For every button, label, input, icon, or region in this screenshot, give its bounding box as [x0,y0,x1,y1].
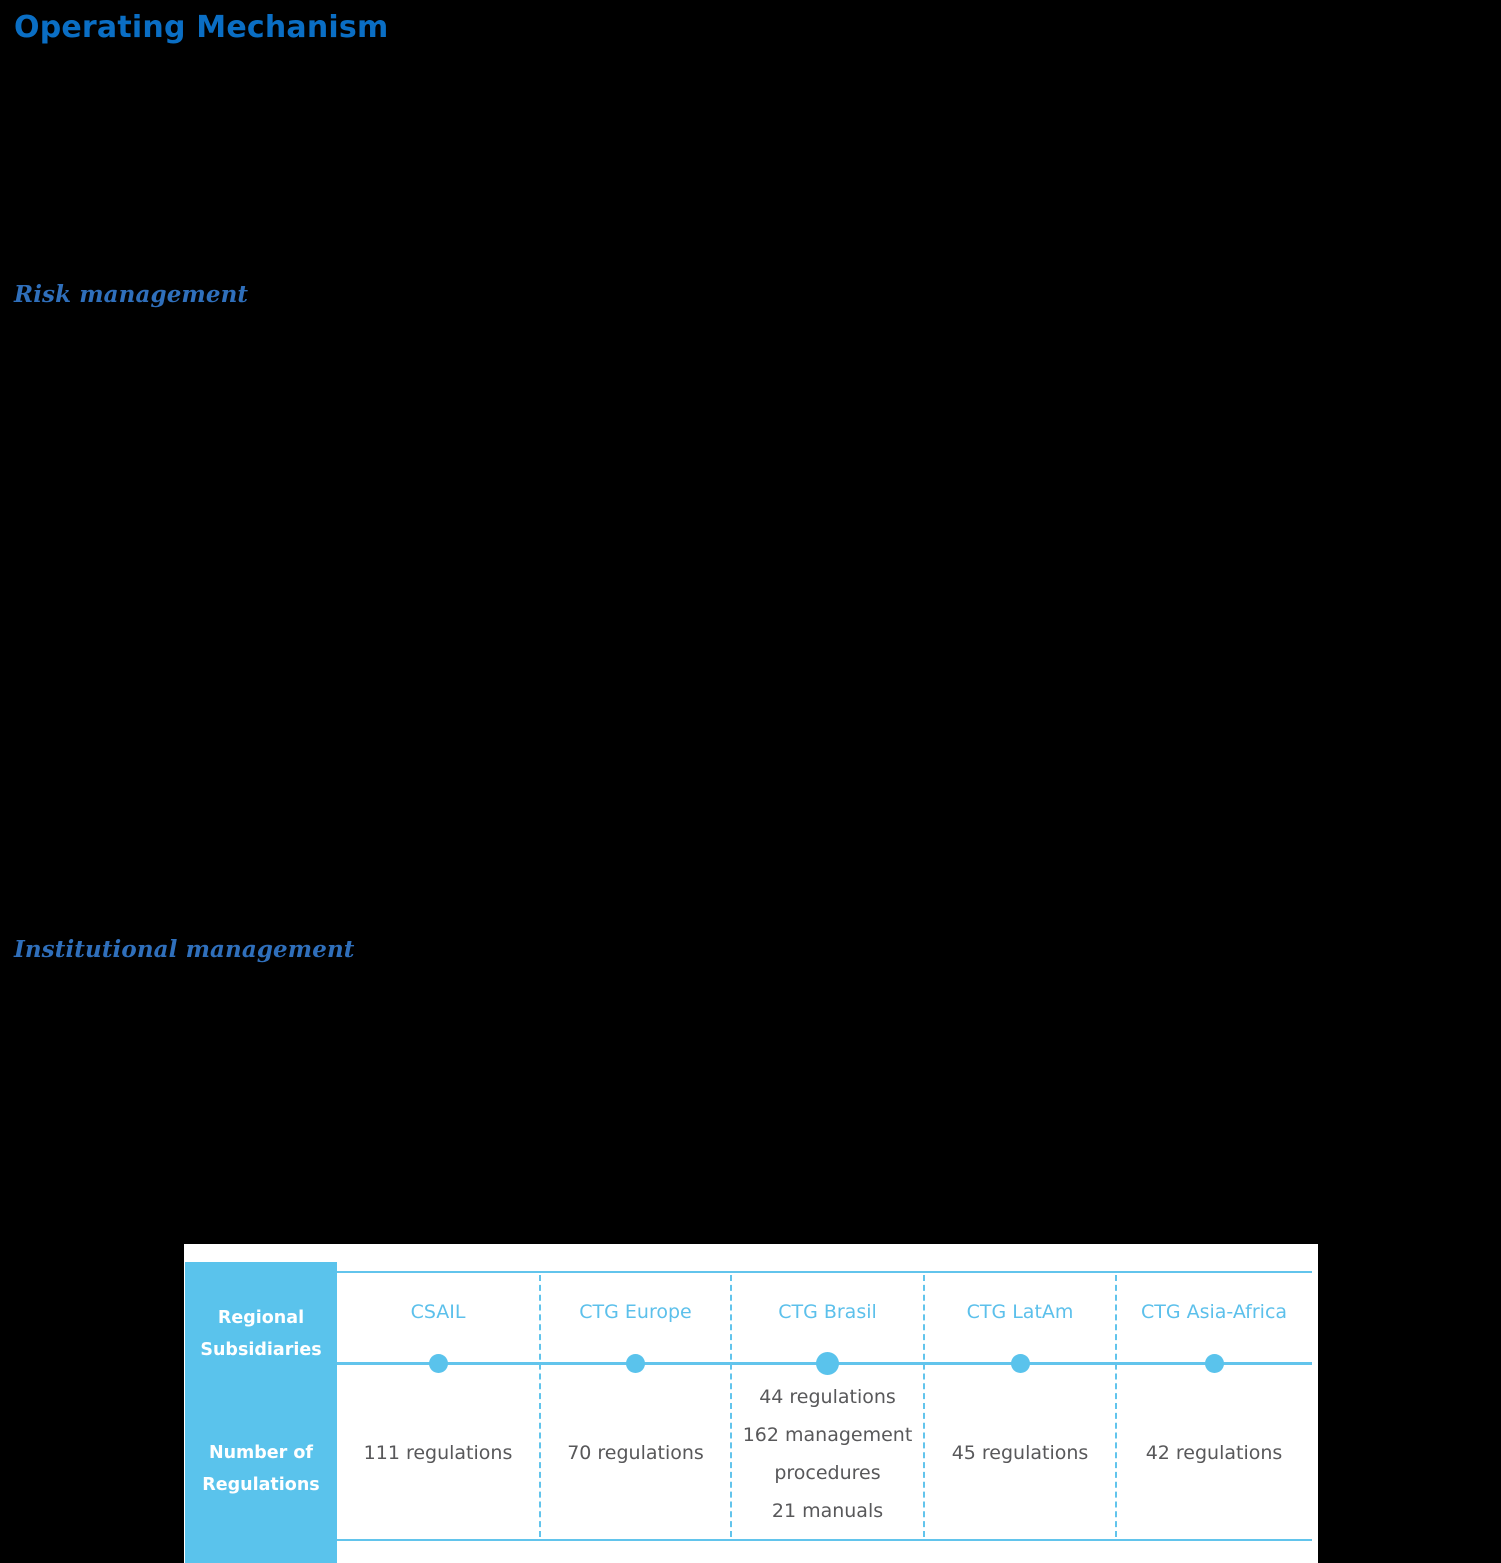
table-rule-bottom [337,1539,1312,1541]
page-title: Operating Mechanism [14,10,389,45]
column-header-label: CTG LatAm [966,1301,1074,1323]
column-marker-dot-icon [428,1354,448,1373]
column-divider-2 [730,1275,732,1537]
row-label-number-of-regulations: Number of Regulations [185,1437,337,1501]
column-value: 45 regulations [951,1442,1089,1464]
column-divider-4 [1115,1275,1117,1537]
table-data-area: CSAIL 111 regulations CTG Europe 70 regu… [337,1244,1318,1563]
column-value: 44 regulations [759,1386,896,1408]
table-rule-top [337,1271,1312,1273]
column-header-label: CTG Asia-Africa [1140,1301,1288,1323]
column-value-list: 70 regulations [540,1434,731,1472]
column-marker-dot-icon [1204,1354,1224,1373]
table-column-ctg-europe[interactable]: CTG Europe 70 regulations [540,1244,731,1563]
row-label-line-2: Regulations [202,1475,320,1495]
table-column-ctg-asia-africa[interactable]: CTG Asia-Africa 42 regulations [1116,1244,1312,1563]
column-header-label: CSAIL [410,1301,466,1323]
row-label-regional-subsidiaries: Regional Subsidiaries [185,1302,337,1366]
column-header-label: CTG Brasil [778,1301,877,1323]
column-marker-dot-icon [1010,1354,1030,1373]
column-divider-1 [539,1275,541,1537]
column-marker-dot-icon [816,1352,839,1375]
column-marker-dot-icon [626,1354,645,1373]
table-column-csail[interactable]: CSAIL 111 regulations [337,1244,539,1563]
column-value-list: 42 regulations [1116,1434,1312,1472]
column-value: 21 manuals [771,1500,884,1522]
table-label-column: Regional Subsidiaries Number of Regulati… [185,1262,337,1563]
row-label-line-2: Subsidiaries [200,1340,322,1360]
column-divider-3 [923,1275,925,1537]
column-value-list: 111 regulations [337,1434,539,1472]
column-value-list: 44 regulations 162 management procedures… [731,1378,924,1530]
row-label-line-1: Regional [217,1308,305,1328]
section-heading-institutional: Institutional management [14,936,355,963]
column-value: 111 regulations [363,1442,513,1464]
column-header-label: CTG Europe [579,1301,692,1323]
regulations-table: Regional Subsidiaries Number of Regulati… [184,1244,1318,1563]
column-value: 70 regulations [567,1442,704,1464]
column-value: 42 regulations [1145,1442,1283,1464]
row-label-line-1: Number of [208,1443,314,1463]
column-value: 162 management procedures [742,1424,913,1484]
table-column-ctg-latam[interactable]: CTG LatAm 45 regulations [924,1244,1116,1563]
column-value-list: 45 regulations [924,1434,1116,1472]
section-heading-risk: Risk management [14,281,249,308]
table-column-ctg-brasil[interactable]: CTG Brasil 44 regulations 162 management… [731,1244,924,1563]
